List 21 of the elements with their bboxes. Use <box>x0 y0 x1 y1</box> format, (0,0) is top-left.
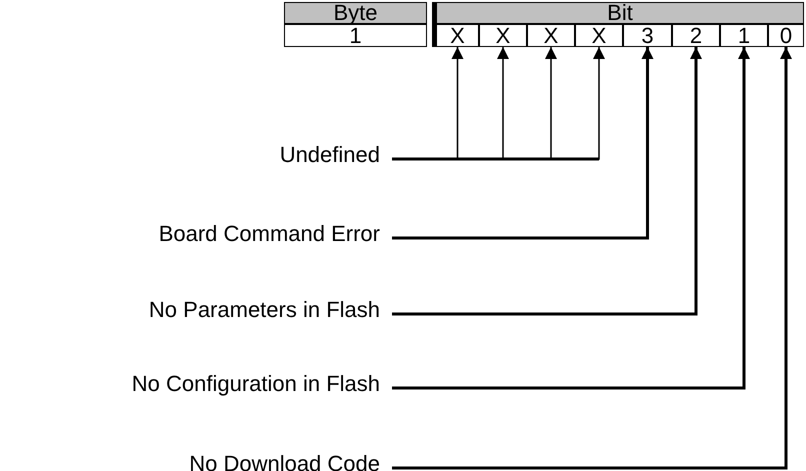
arrow <box>392 47 605 160</box>
field-label: Board Command Error <box>158 223 380 245</box>
header-cell: Bit <box>432 2 804 24</box>
bit-cell: X <box>575 24 623 47</box>
field-label: Undefined <box>280 144 380 166</box>
arrow <box>392 47 654 240</box>
field-label: No Configuration in Flash <box>132 373 380 395</box>
field-label: No Download Code <box>189 453 380 471</box>
arrow <box>392 47 792 470</box>
bit-cell: X <box>432 24 479 47</box>
field-label: No Parameters in Flash <box>148 299 380 321</box>
table-cell: 1 <box>284 24 427 47</box>
arrow <box>392 47 702 316</box>
bit-cell: 3 <box>623 24 672 47</box>
bit-cell: 1 <box>720 24 768 47</box>
bit-cell: 2 <box>672 24 720 47</box>
bit-cell: 0 <box>768 24 804 47</box>
bit-cell: X <box>527 24 575 47</box>
arrow <box>392 47 750 390</box>
bit-cell: X <box>479 24 527 47</box>
header-cell: Byte <box>284 2 427 24</box>
